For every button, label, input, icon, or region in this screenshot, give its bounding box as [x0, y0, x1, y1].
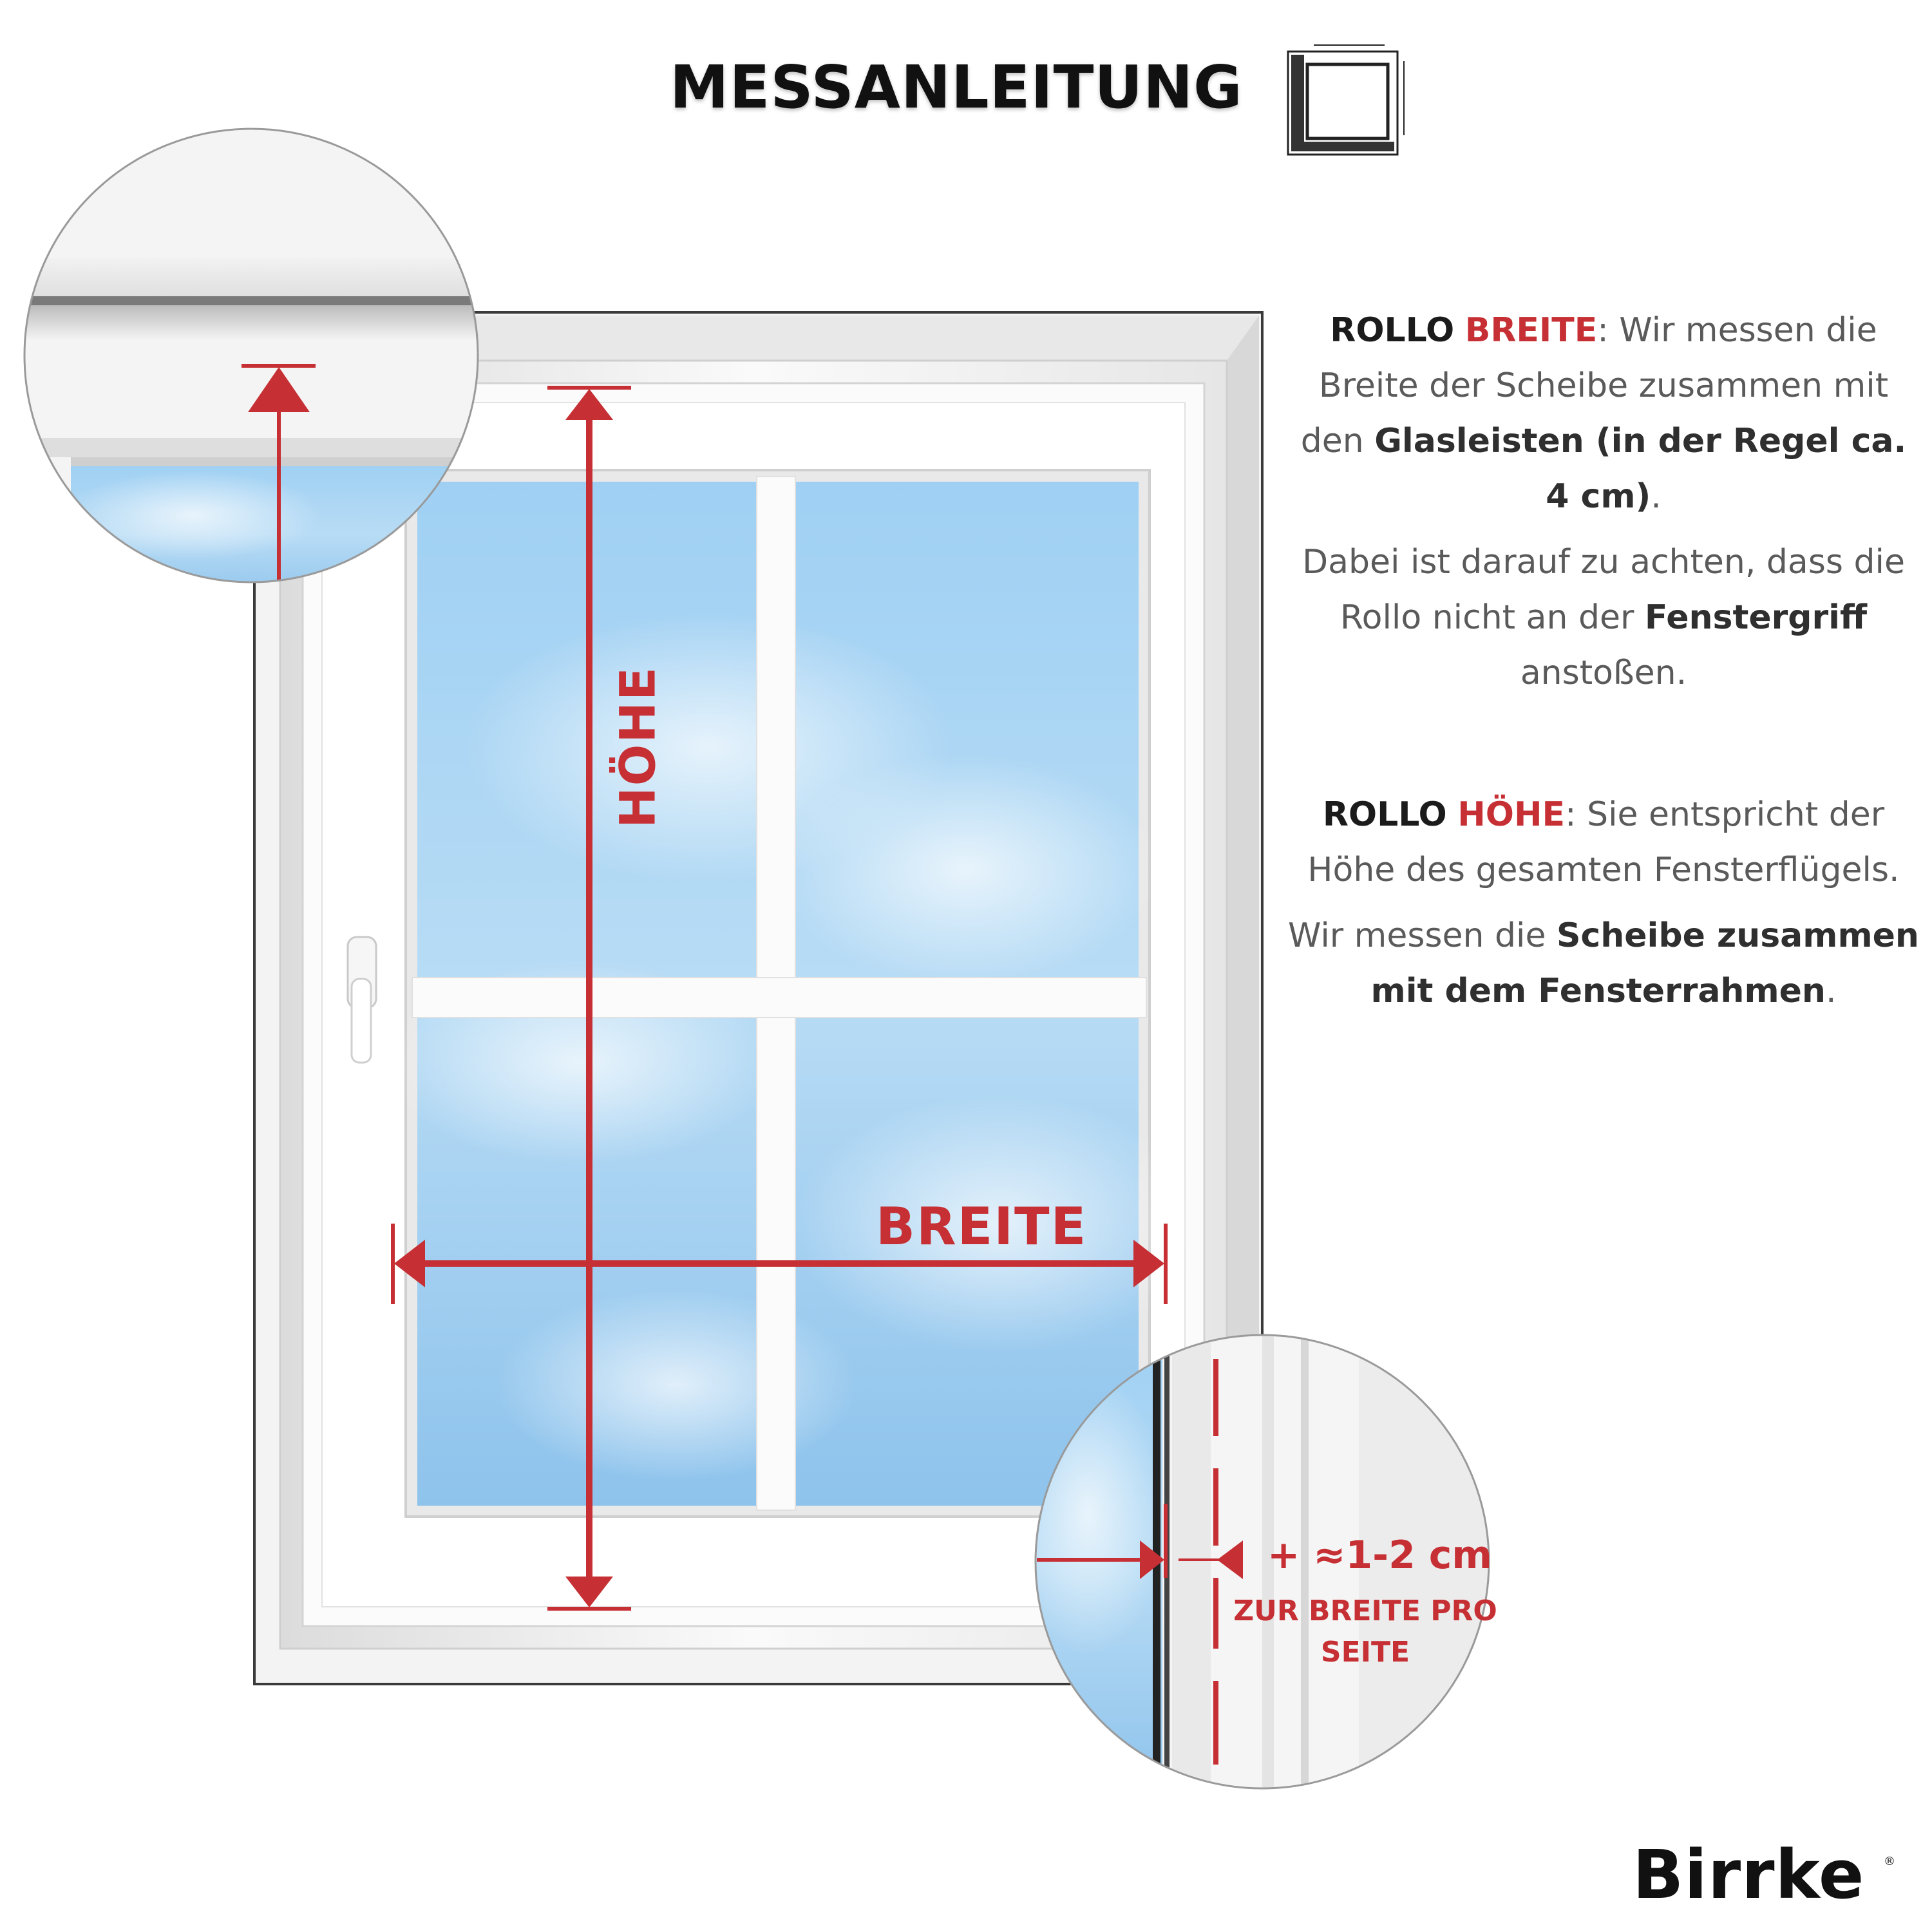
breite-p2-a: Dabei ist darauf zu achten, dass die Rol…	[1302, 543, 1905, 637]
breite-p1-c: .	[1651, 477, 1662, 516]
breite-arrow	[391, 1224, 1168, 1304]
hoehe-p1: : Sie entspricht der Höhe des gesamten F…	[1307, 795, 1900, 889]
window-handle-icon	[346, 936, 377, 1064]
hoehe-heading-a: ROLLO	[1322, 795, 1447, 834]
breite-p1-b: Glasleisten (in der Regel ca. 4 cm)	[1374, 422, 1907, 516]
right-arrow-icon	[1140, 1540, 1164, 1579]
breite-p2-c: anstoßen.	[1520, 654, 1687, 692]
registered-mark: ®	[1884, 1855, 1895, 1868]
right-arrow-icon	[1133, 1240, 1164, 1287]
hoehe-p2-a: Wir messen die	[1288, 916, 1557, 955]
measure-frame-icon	[1287, 44, 1405, 156]
breite-paragraph-2: Dabei ist darauf zu achten, dass die Rol…	[1285, 535, 1922, 701]
zur-breite-line1: ZUR BREITE PRO	[1233, 1595, 1497, 1627]
hoehe-p2-c: .	[1825, 972, 1837, 1010]
hoehe-arrow	[547, 386, 631, 1611]
zur-breite-line2: SEITE	[1320, 1636, 1410, 1669]
breite-heading-b: BREITE	[1464, 311, 1598, 350]
breite-label: BREITE	[876, 1197, 1088, 1256]
window-glass	[386, 469, 1204, 1518]
breite-p2-b: Fenstergriff	[1644, 598, 1868, 637]
zoom-circle-top	[23, 128, 479, 583]
left-arrow-icon	[394, 1240, 425, 1287]
hoehe-paragraph-2: Wir messen die Scheibe zusammen mit dem …	[1285, 908, 1922, 1019]
breite-paragraph: ROLLO BREITE: Wir messen die Breite der …	[1285, 303, 1922, 524]
breite-p1-a: : Wir messen die Breite der Scheibe zusa…	[1300, 311, 1889, 460]
page-title: MESSANLEITUNG	[670, 53, 1243, 122]
up-arrow-icon	[565, 389, 613, 420]
up-arrow-icon	[248, 367, 310, 412]
hoehe-label: HÖHE	[609, 666, 667, 828]
left-arrow-icon	[1217, 1540, 1243, 1579]
brand-logo: Birrke	[1633, 1835, 1865, 1914]
hoehe-paragraph: ROLLO HÖHE: Sie entspricht der Höhe des …	[1285, 787, 1922, 898]
instruction-text: ROLLO BREITE: Wir messen die Breite der …	[1285, 303, 1922, 1019]
hoehe-p2-b: Scheibe zusammen mit dem Fensterrahmen	[1370, 916, 1919, 1010]
hoehe-heading-b: HÖHE	[1457, 795, 1566, 834]
breite-heading-a: ROLLO	[1330, 311, 1455, 350]
zur-breite-label: ZUR BREITE PRO SEITE	[1224, 1591, 1507, 1673]
down-arrow-icon	[565, 1577, 613, 1607]
zoom-circle-bottom	[1034, 1334, 1490, 1790]
plus-cm-label: + ≈1-2 cm	[1267, 1533, 1492, 1578]
